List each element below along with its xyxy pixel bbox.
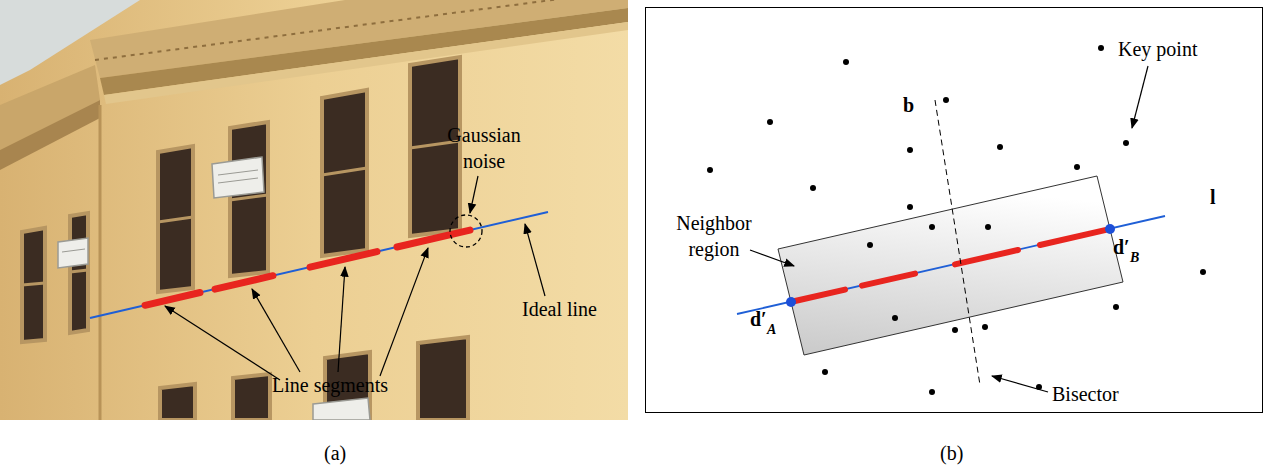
line-segment: [862, 274, 915, 286]
key-point: [1123, 140, 1129, 146]
key-point: [810, 185, 816, 191]
panel-caption: (a): [324, 440, 346, 466]
leader-arrow: [165, 306, 280, 380]
ac-grille: [218, 170, 258, 175]
window: [322, 90, 367, 256]
key-point: [707, 45, 1206, 395]
building-photo: [0, 0, 628, 420]
callout-label: Bisector: [1052, 381, 1119, 407]
window-mullion: [22, 141, 460, 285]
window: [22, 57, 468, 420]
key-point: [1098, 45, 1104, 51]
air-conditioner: [313, 398, 370, 420]
air-conditioner: [58, 238, 88, 268]
panel-caption: (b): [940, 440, 963, 466]
window: [230, 122, 268, 276]
leader-arrow: [338, 267, 345, 372]
key-point: [929, 389, 935, 395]
bisector-line: [935, 100, 980, 385]
key-point: [985, 224, 991, 230]
leader-arrow: [252, 289, 300, 372]
window-mullion: [70, 270, 88, 272]
leader-arrow: [750, 66, 1148, 392]
line-segment: [310, 252, 377, 268]
key-point: [892, 315, 898, 321]
key-point: [867, 242, 873, 248]
building-photo: [99, 105, 102, 420]
leader-arrow: [1132, 66, 1148, 128]
key-point: [1074, 164, 1080, 170]
building-photo: [95, 0, 628, 60]
window-mullion: [322, 168, 367, 175]
line-segment: [145, 293, 200, 306]
key-point: [943, 97, 949, 103]
window: [70, 213, 88, 333]
ac-grille: [62, 249, 85, 252]
key-point: [843, 59, 849, 65]
ac-grille: [218, 178, 258, 183]
line-segment: [215, 276, 273, 289]
window: [410, 57, 460, 236]
ideal-line: [90, 212, 548, 318]
panel-frame: [646, 8, 1263, 413]
endpoint: [786, 224, 1115, 307]
callout-label: Key point: [1118, 36, 1197, 62]
leader-arrow: [470, 176, 478, 213]
key-point: [1113, 304, 1119, 310]
key-point: [1200, 269, 1206, 275]
leader-arrow: [380, 248, 428, 376]
building-photo: [0, 0, 628, 420]
callout-label: Neighbor region: [662, 210, 766, 262]
key-point: [997, 144, 1003, 150]
key-point: [982, 324, 988, 330]
building-photo: [0, 100, 100, 170]
callout-label: Ideal line: [522, 296, 597, 322]
ac-grille: [62, 170, 258, 252]
window: [22, 228, 45, 342]
key-point: [767, 119, 773, 125]
noise-circle: [450, 215, 482, 247]
leader-arrow: [165, 176, 545, 380]
endpoint: [1105, 224, 1115, 234]
key-point: [907, 204, 913, 210]
key-point: [929, 224, 935, 230]
math-symbol: d′: [750, 306, 767, 332]
line-segment: [795, 290, 845, 301]
callout-label: Line segments: [272, 372, 388, 398]
math-symbol: d′: [1113, 234, 1130, 260]
callout-label: Gaussian noise: [436, 122, 532, 174]
math-subscript: A: [767, 322, 776, 338]
leader-arrow: [750, 250, 794, 266]
air-conditioner: [212, 157, 264, 198]
window: [160, 384, 195, 420]
window: [233, 374, 270, 420]
key-point: [907, 147, 913, 153]
line-segment: [795, 230, 1105, 301]
window: [158, 146, 193, 292]
line-segment: [1040, 230, 1105, 245]
key-point: [822, 369, 828, 375]
line-segment: [955, 250, 1018, 264]
math-symbol: b: [903, 92, 914, 118]
math-symbol: l: [1210, 184, 1216, 210]
endpoint: [786, 297, 796, 307]
window-mullion: [158, 217, 193, 222]
window: [418, 337, 468, 420]
leader-arrow: [992, 376, 1048, 392]
key-point: [707, 167, 713, 173]
building-photo: [100, 8, 628, 95]
leader-arrow: [525, 224, 545, 296]
ideal-line: [737, 216, 1165, 314]
window-mullion: [22, 283, 45, 285]
line-segment: [397, 230, 470, 247]
key-point: [952, 327, 958, 333]
math-subscript: B: [1130, 250, 1139, 266]
